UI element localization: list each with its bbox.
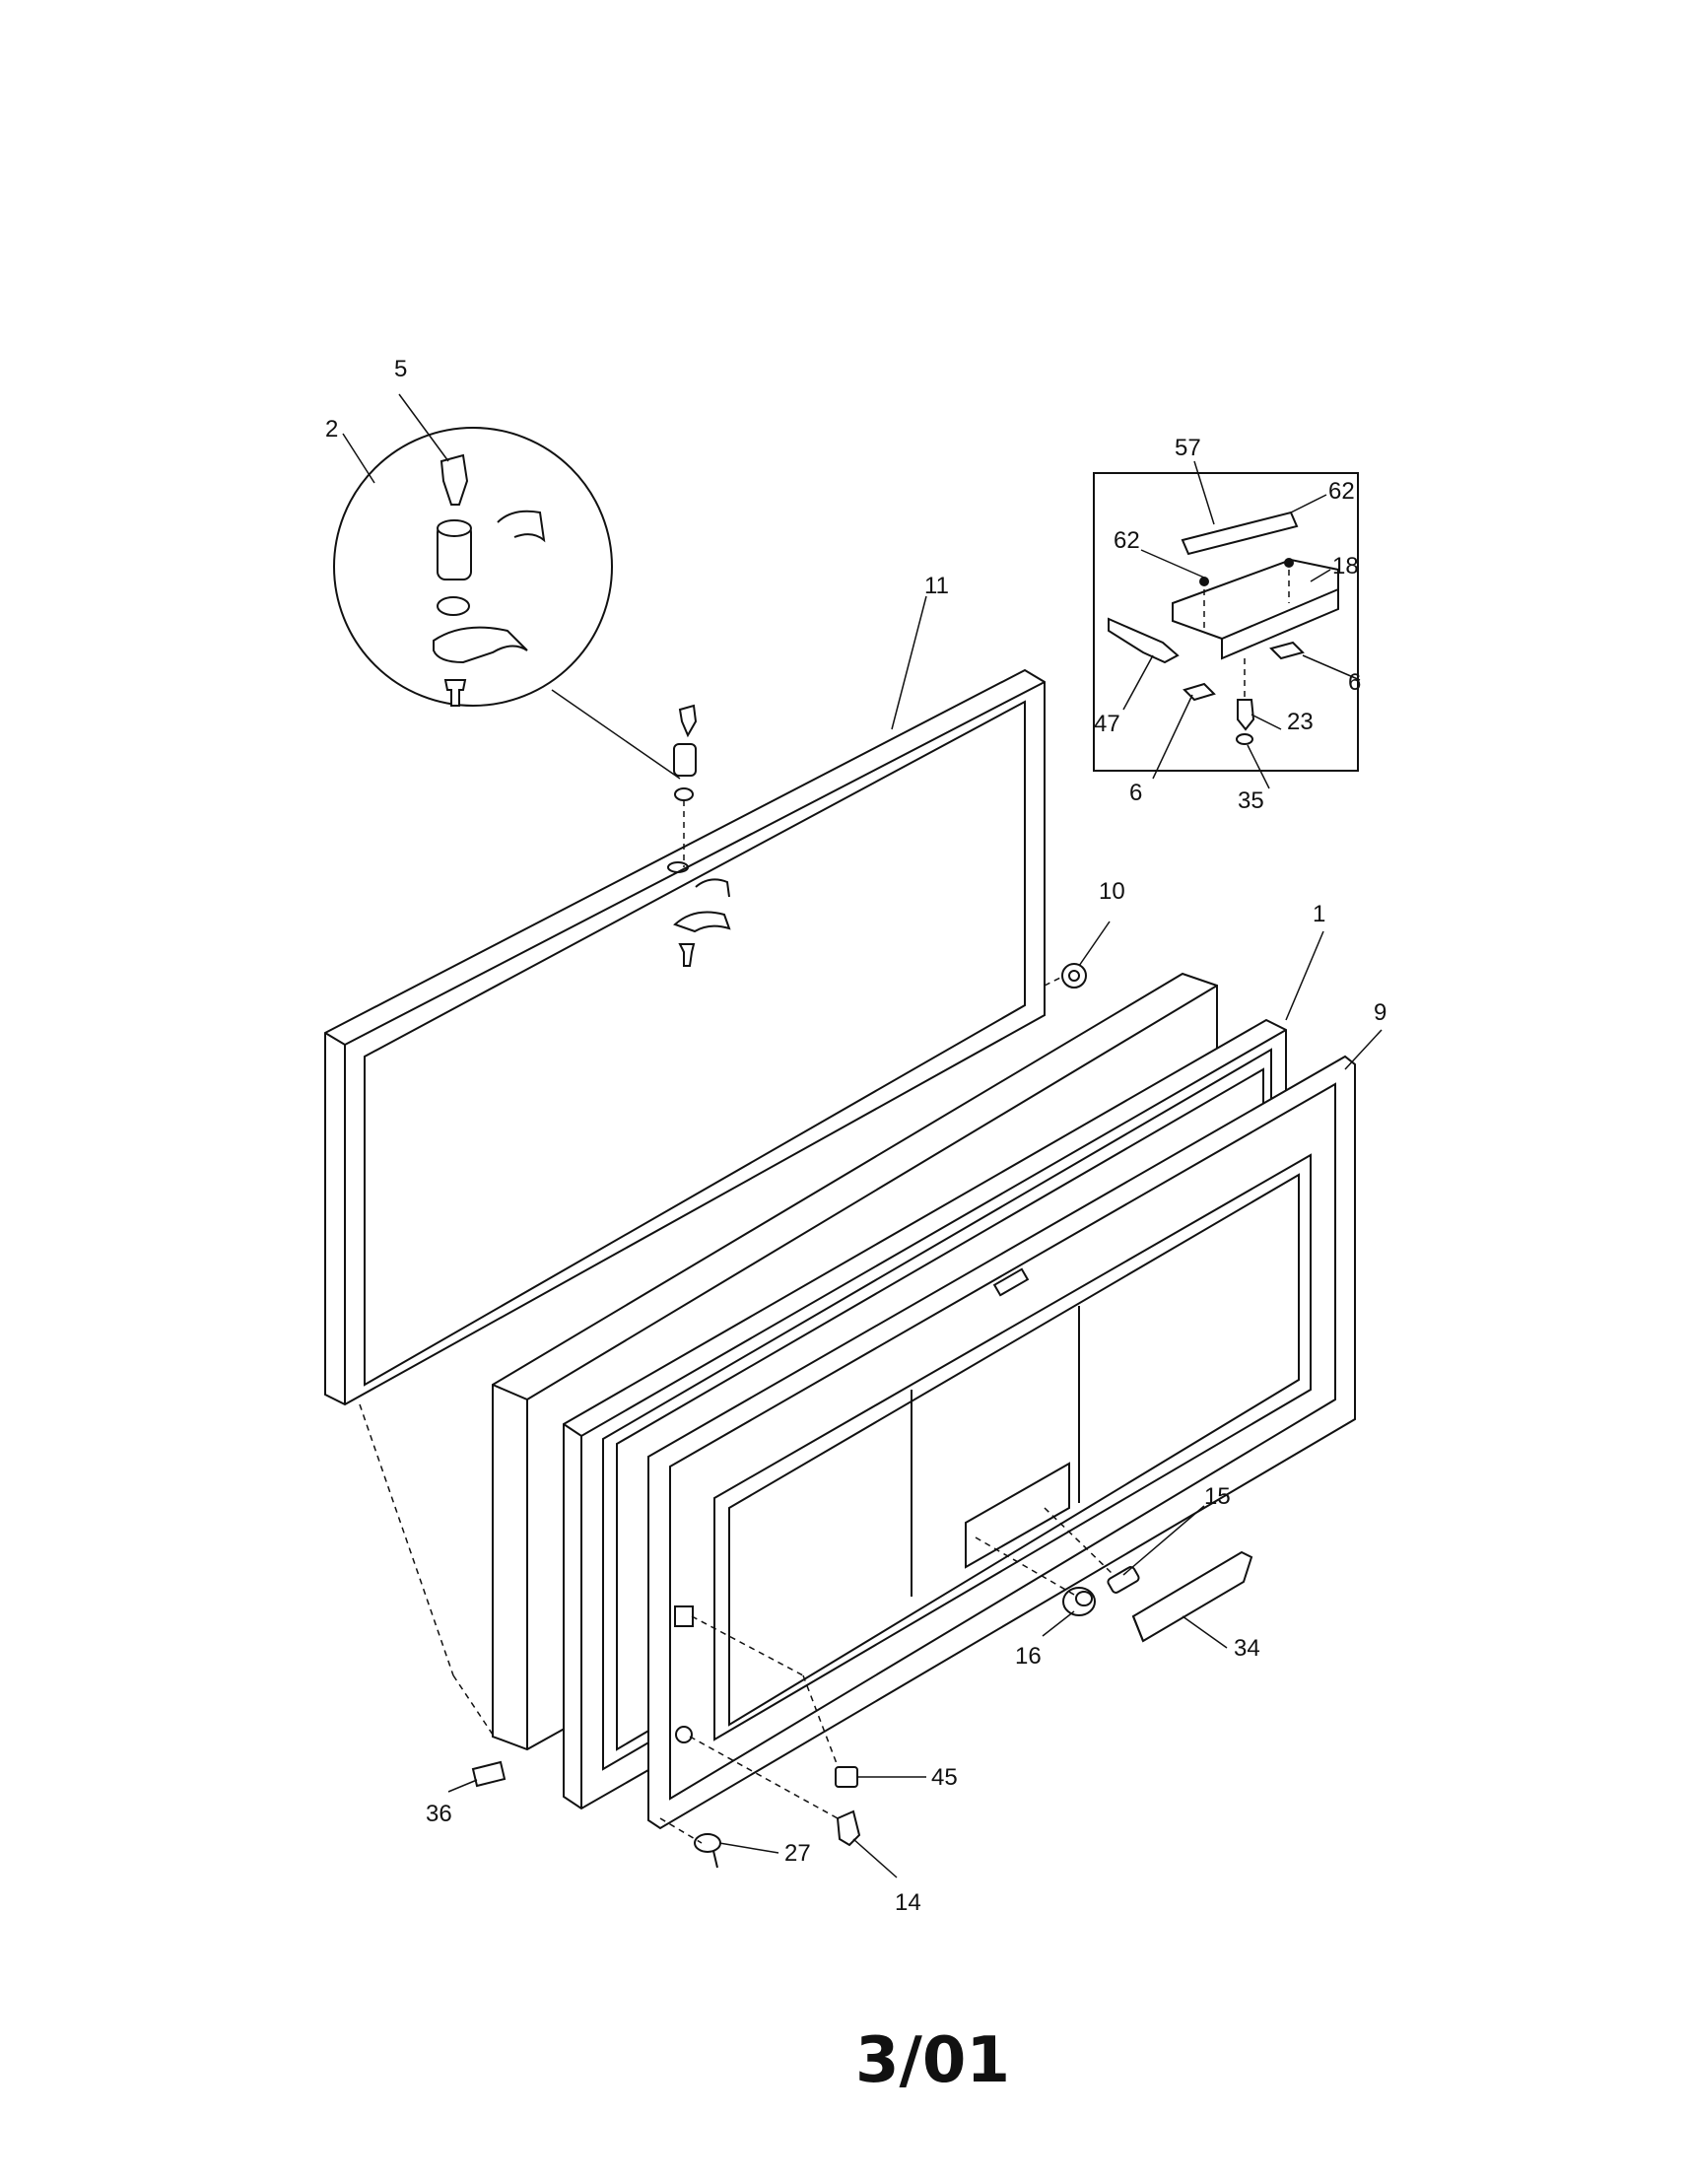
callout-6-left: 6 bbox=[1129, 780, 1142, 806]
frame-cam bbox=[673, 911, 731, 933]
callout-15: 15 bbox=[1204, 1483, 1231, 1510]
callout-9: 9 bbox=[1374, 999, 1386, 1026]
lock-detail-callout bbox=[333, 427, 681, 780]
screw-part bbox=[443, 679, 467, 707]
key-part bbox=[439, 453, 469, 506]
lid-frame-part bbox=[324, 668, 1046, 1406]
frame-screw bbox=[678, 943, 696, 967]
pin-part bbox=[1237, 699, 1255, 731]
callout-34: 34 bbox=[1234, 1635, 1260, 1662]
bracket-6-left bbox=[1183, 682, 1216, 702]
bumper-part bbox=[1061, 963, 1087, 989]
screw-62-left bbox=[1199, 577, 1209, 586]
clip-36-part bbox=[471, 1760, 507, 1788]
thermostat-knob-part bbox=[1062, 1587, 1096, 1616]
callout-6-right: 6 bbox=[1348, 669, 1361, 696]
callout-57: 57 bbox=[1175, 435, 1201, 461]
hinge-detail-box bbox=[1093, 472, 1359, 772]
leader-lines bbox=[342, 393, 1383, 1878]
callout-47: 47 bbox=[1094, 711, 1120, 737]
callout-62-left: 62 bbox=[1114, 527, 1140, 554]
callout-18: 18 bbox=[1332, 553, 1359, 580]
callout-11: 11 bbox=[924, 573, 949, 599]
switch-45-part bbox=[835, 1766, 858, 1788]
detail-leader-line bbox=[551, 689, 681, 780]
spring-part bbox=[1108, 617, 1180, 664]
push-rivet-27-part bbox=[694, 1833, 721, 1869]
o-ring-part bbox=[437, 596, 470, 616]
thermostat-shaft-part bbox=[1107, 1566, 1140, 1594]
callout-27: 27 bbox=[784, 1840, 811, 1867]
callout-5: 5 bbox=[394, 356, 407, 382]
frame-key bbox=[678, 704, 698, 738]
detail-circle bbox=[333, 427, 613, 707]
callout-2: 2 bbox=[325, 416, 338, 443]
callout-labels: 5 2 11 57 62 62 18 47 6 6 23 35 10 1 9 1… bbox=[325, 356, 1386, 1916]
light-opening bbox=[675, 1726, 693, 1743]
label-strip-part bbox=[1181, 511, 1299, 556]
callout-36: 36 bbox=[426, 1801, 452, 1827]
hinge-cover-side bbox=[1221, 589, 1339, 660]
control-housing bbox=[965, 1462, 1070, 1569]
callout-35: 35 bbox=[1238, 787, 1264, 814]
door-liner-part bbox=[647, 1055, 1356, 1830]
hinge-cover-part bbox=[1172, 558, 1339, 641]
latch-slot bbox=[992, 1267, 1030, 1297]
screw-62-right bbox=[1284, 558, 1294, 568]
retaining-clip-part bbox=[497, 510, 546, 543]
handle-cover-part bbox=[1131, 1550, 1253, 1643]
callout-62-right: 62 bbox=[1328, 478, 1355, 505]
frame-cylinder bbox=[673, 743, 697, 777]
lock-cylinder-top bbox=[437, 519, 472, 537]
detail-box-frame bbox=[1093, 472, 1359, 772]
bracket-6-right bbox=[1269, 641, 1305, 660]
light-socket-14-part bbox=[836, 1809, 861, 1847]
callout-23: 23 bbox=[1287, 709, 1314, 735]
callout-14: 14 bbox=[895, 1889, 921, 1916]
page-code: 3/01 bbox=[855, 2024, 1010, 2097]
callout-1: 1 bbox=[1313, 901, 1325, 927]
lock-cam-part bbox=[433, 626, 528, 664]
callout-45: 45 bbox=[931, 1764, 958, 1791]
washer-part bbox=[1236, 733, 1253, 745]
callout-10: 10 bbox=[1099, 878, 1125, 905]
callout-16: 16 bbox=[1015, 1643, 1042, 1670]
